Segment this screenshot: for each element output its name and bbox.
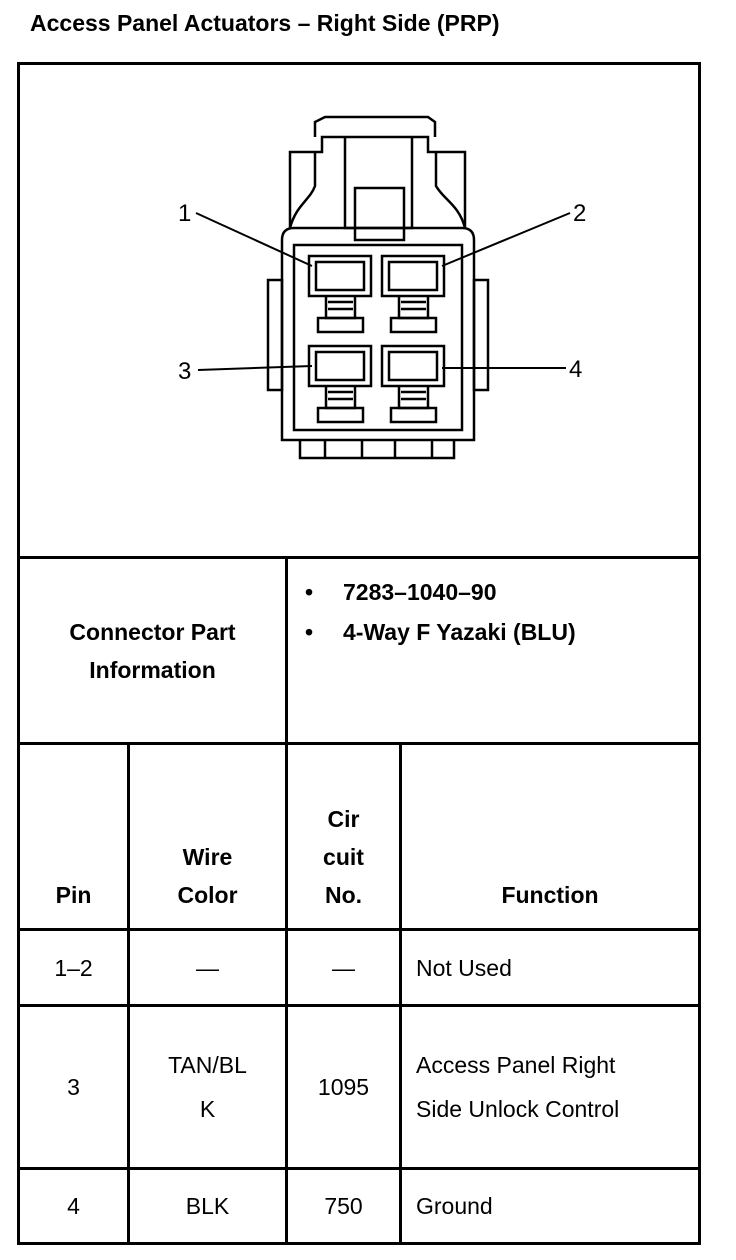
column-header-circuit: Cir cuit No.	[323, 806, 364, 908]
list-item: • 4-Way F Yazaki (BLU)	[305, 612, 576, 652]
connector-info-label: Connector Part Information	[69, 618, 236, 683]
connector-table	[17, 62, 701, 1245]
table-cell-circuit: —	[332, 954, 355, 981]
divider	[17, 1167, 701, 1170]
part-number: 7283–1040–90	[343, 579, 497, 605]
table-cell-function: Access Panel Right Side Unlock Control	[416, 1052, 620, 1122]
table-cell-pin: 1–2	[54, 954, 93, 981]
divider	[285, 556, 288, 1245]
page-title: Access Panel Actuators – Right Side (PRP…	[30, 10, 500, 36]
table-cell-wire-color: BLK	[185, 1193, 230, 1219]
pin-label-2: 2	[573, 200, 586, 227]
table-cell-pin: 3	[67, 1074, 80, 1100]
connector-description: 4-Way F Yazaki (BLU)	[343, 619, 576, 645]
divider	[399, 742, 402, 1245]
column-header-wire-color: Wire Color	[177, 844, 238, 908]
divider	[17, 928, 701, 931]
divider	[17, 1004, 701, 1007]
column-header-pin: Pin	[55, 882, 92, 908]
table-cell-wire-color: TAN/BLK	[168, 1052, 247, 1122]
pin-label-1: 1	[178, 200, 191, 227]
table-cell-pin: 4	[67, 1193, 80, 1219]
list-item: • 7283–1040–90	[305, 572, 576, 612]
table-cell-function: Not Used	[416, 954, 512, 981]
divider	[17, 556, 701, 559]
connector-diagram: 1 2 3 4	[178, 115, 586, 460]
connector-info-list: • 7283–1040–90 • 4-Way F Yazaki (BLU)	[305, 572, 576, 652]
table-cell-wire-color: —	[196, 954, 219, 981]
divider	[127, 742, 130, 1245]
table-cell-circuit: 1095	[317, 1074, 370, 1100]
divider	[17, 742, 701, 745]
column-header-function: Function	[501, 882, 599, 908]
table-cell-circuit: 750	[324, 1193, 363, 1219]
pin-label-3: 3	[178, 358, 191, 385]
pin-label-4: 4	[569, 356, 582, 383]
table-cell-function: Ground	[416, 1193, 493, 1219]
